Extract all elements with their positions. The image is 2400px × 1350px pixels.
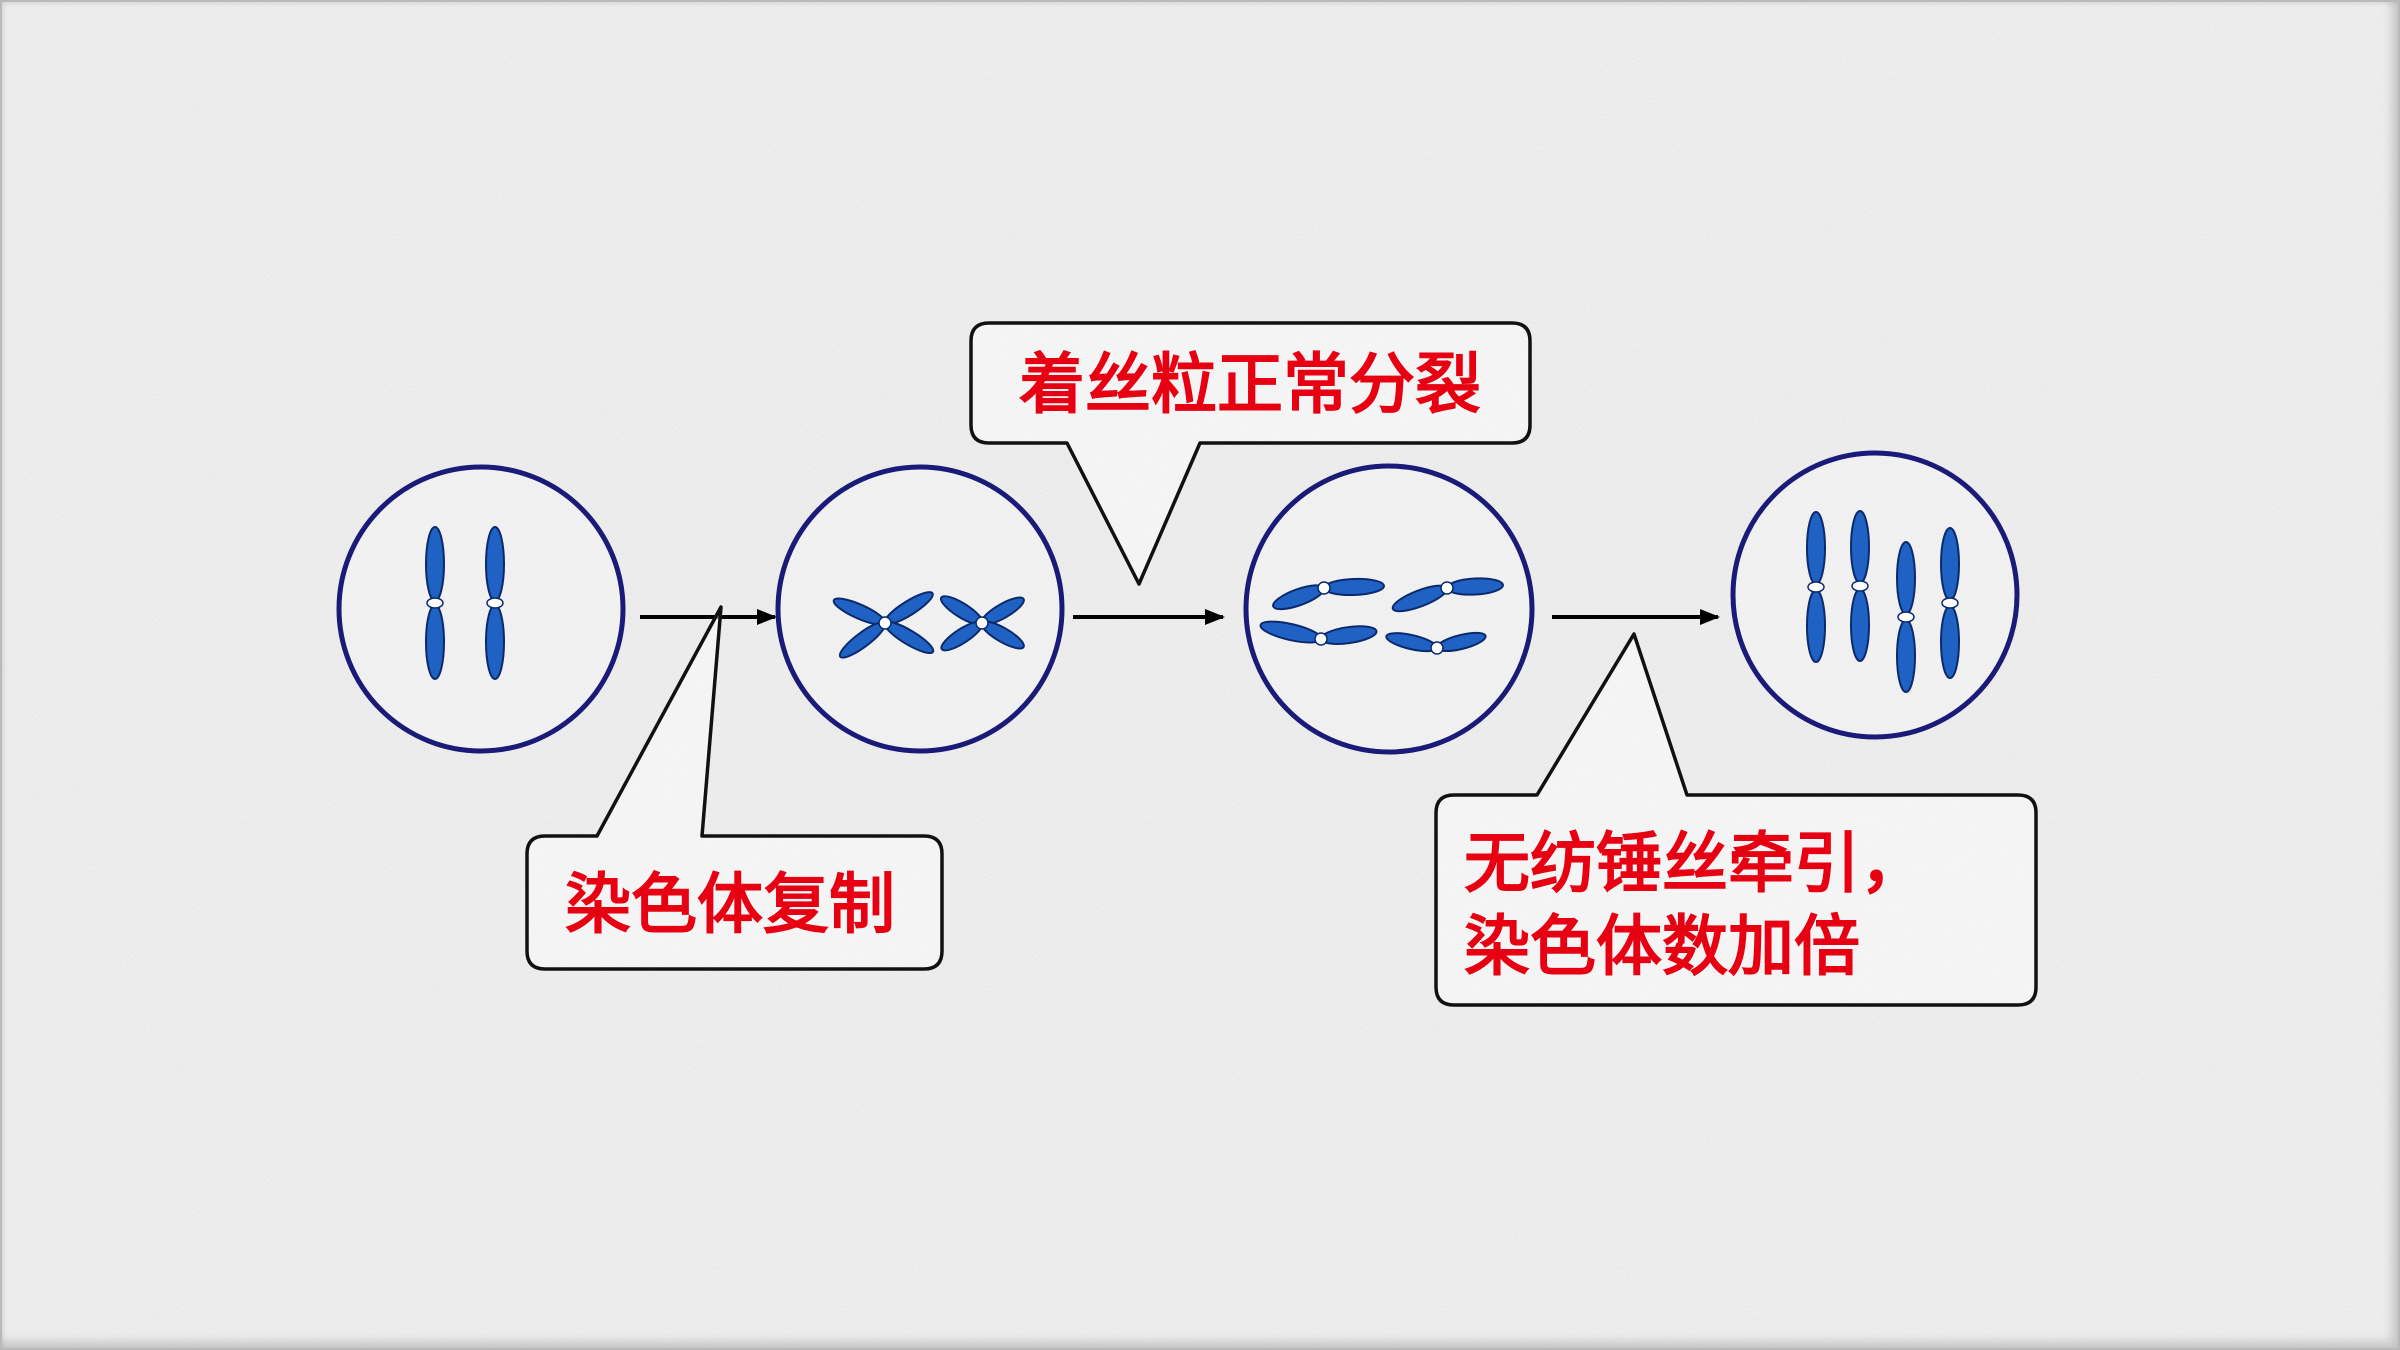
chromosome-arm [1896, 541, 1916, 615]
chromosome [832, 591, 935, 659]
chromosome-arm [1940, 605, 1960, 679]
chromosome [939, 595, 1025, 652]
cell-3 [1243, 463, 1535, 755]
chromosome-arm [1850, 510, 1870, 584]
chromosome-arm [1850, 588, 1870, 662]
centromere [1317, 581, 1331, 595]
callout-label-line-1: 无纺锤丝牵引， [1464, 825, 1926, 902]
centromere [975, 616, 989, 630]
chromosome-arm [425, 526, 445, 602]
cell-1 [336, 464, 626, 754]
cell-outline [336, 464, 626, 754]
callout-label: 着丝粒正常分裂 [1019, 346, 1481, 423]
centromere [878, 616, 892, 630]
chromosome [1391, 577, 1504, 613]
chromosome-arm [485, 604, 505, 680]
callout-centromere-split: 着丝粒正常分裂 [969, 321, 1532, 586]
callout-bubble [969, 321, 1532, 586]
chromosome-arm [1896, 619, 1916, 693]
chromosome [1272, 577, 1385, 611]
chromosome [1850, 510, 1870, 662]
centromere [1897, 611, 1915, 623]
centromere [1314, 632, 1328, 646]
cell-4 [1730, 450, 2020, 740]
centromere [1941, 597, 1959, 609]
cell-outline [1243, 463, 1535, 755]
chromosome-arm [1940, 527, 1960, 601]
callout-no-spindle: 无纺锤丝牵引， 染色体数加倍 [1434, 632, 2038, 1007]
callout-chromosome-replication: 染色体复制 [525, 605, 944, 971]
chromosome-arm [485, 526, 505, 602]
chromosome [485, 526, 505, 680]
centromere [1851, 580, 1869, 592]
chromosome [1806, 511, 1826, 663]
chromosome [1385, 631, 1487, 655]
callout-bubble [525, 605, 944, 971]
centromere [486, 597, 504, 609]
centromere [1807, 581, 1825, 593]
callout-label-line-2: 染色体数加倍 [1464, 908, 1860, 985]
chromosome-arm [425, 604, 445, 680]
chromosome-arm [1806, 511, 1826, 585]
centromere [1430, 641, 1444, 655]
cell-outline [1730, 450, 2020, 740]
chromosome [1940, 527, 1960, 679]
cell-2 [775, 464, 1065, 754]
callout-label: 染色体复制 [565, 866, 895, 943]
chromosome [1896, 541, 1916, 693]
callout-bubble [1434, 632, 2038, 1007]
chromosome [1259, 620, 1378, 646]
chromosome-arm [1806, 589, 1826, 663]
centromere [426, 597, 444, 609]
centromere [1440, 581, 1454, 595]
chromosome [425, 526, 445, 680]
